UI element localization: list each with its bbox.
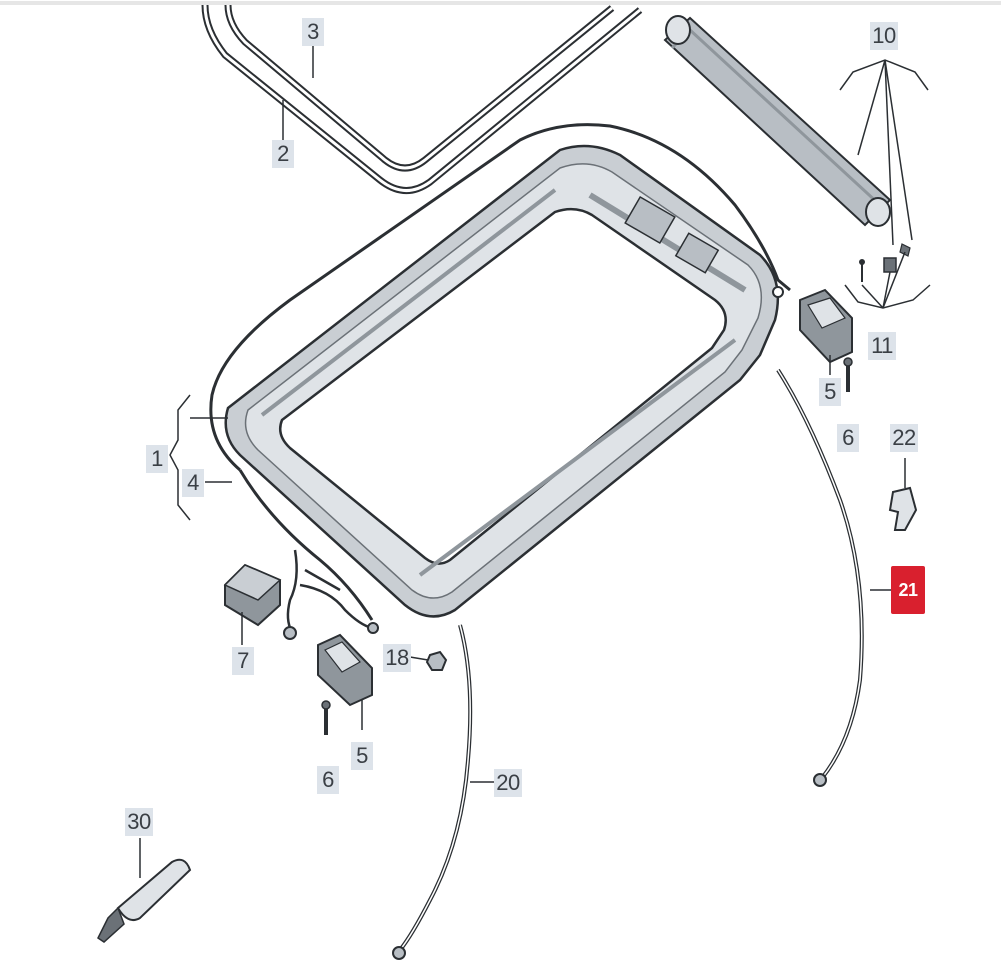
roller-blind-10 (663, 15, 892, 227)
seal-2 (201, 4, 643, 194)
callout-22: 22 (890, 424, 918, 452)
callout-20: 20 (494, 769, 522, 797)
callout-7: 7 (232, 647, 254, 675)
callout-2: 2 (272, 140, 294, 168)
nut-18 (425, 650, 448, 671)
bracket-11 (844, 251, 931, 309)
callout-5-left: 5 (351, 742, 373, 770)
motor-5-right (772, 286, 853, 364)
callout-10: 10 (870, 22, 898, 50)
callout-6-right: 6 (837, 424, 859, 452)
callout-4: 4 (182, 469, 204, 497)
leader-18 (409, 656, 429, 661)
wiring-harness (286, 549, 373, 633)
callout-11: 11 (868, 332, 896, 360)
screw-6-right (843, 357, 853, 392)
cable-4-lower (238, 469, 374, 621)
drain-hose-20 (398, 624, 473, 952)
hose-20-end (392, 946, 406, 960)
callout-21-highlighted: 21 (891, 566, 925, 614)
clips-11 (859, 243, 911, 282)
hose-21-end (813, 773, 827, 787)
motor-5-left (317, 633, 373, 707)
callout-5-right: 5 (819, 378, 841, 406)
screw-6-left (321, 700, 331, 735)
callout-6-left: 6 (317, 766, 339, 794)
callout-18: 18 (383, 644, 411, 672)
control-unit-7 (223, 563, 282, 627)
cable-4 (209, 123, 791, 472)
seal-3 (224, 4, 615, 172)
bracket-10 (839, 59, 929, 246)
callout-30: 30 (125, 808, 153, 836)
grease-tube-30 (97, 858, 192, 943)
callout-3: 3 (302, 18, 324, 46)
bracket-1 (169, 394, 228, 521)
sunroof-frame (224, 144, 780, 618)
clip-22 (888, 486, 918, 531)
callout-1: 1 (146, 445, 168, 473)
